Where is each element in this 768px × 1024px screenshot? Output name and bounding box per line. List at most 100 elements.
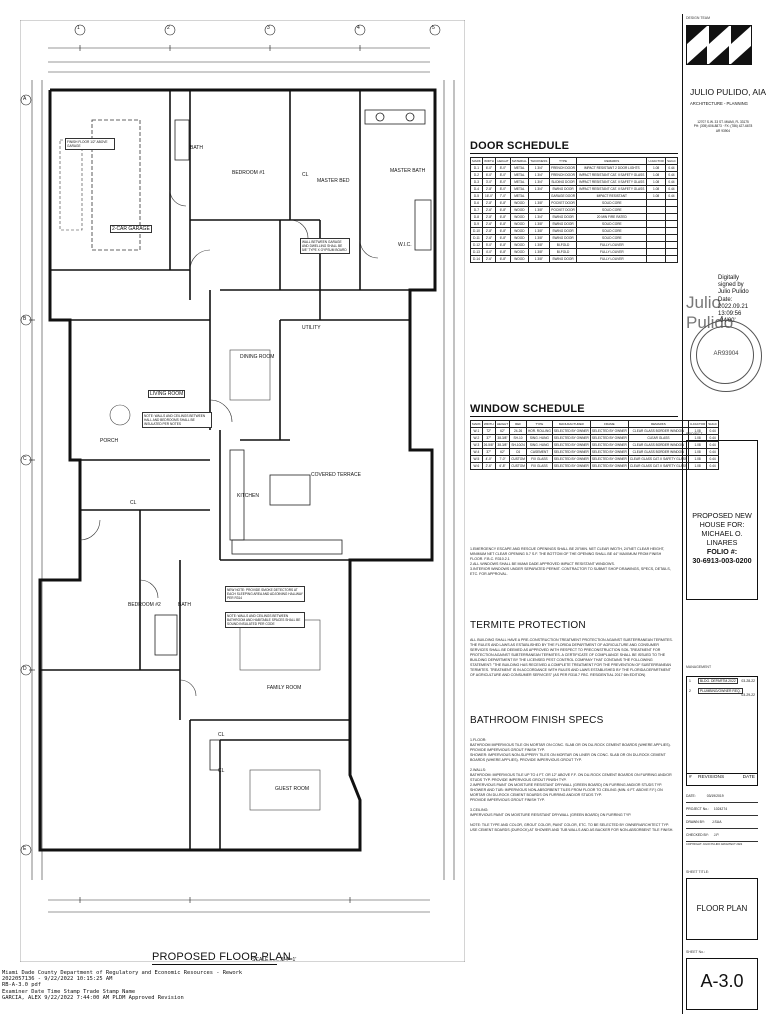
door-schedule-cell: BI-FOLD bbox=[548, 241, 578, 249]
firm-phone: PH: (305) 606-8873 · FX: (786) 427-6678 bbox=[693, 124, 753, 129]
window-schedule-header-cell: MANUFACTURER bbox=[551, 420, 591, 428]
room-label: MASTER BATH bbox=[390, 168, 426, 174]
revisions-header-num: # bbox=[689, 775, 692, 780]
sheet-title: FLOOR PLAN bbox=[696, 904, 748, 913]
door-schedule-cell: 16'-0" bbox=[481, 192, 497, 200]
sheet-title-label: SHEET TITLE: bbox=[686, 870, 710, 874]
door-schedule-cell bbox=[646, 248, 666, 256]
door-schedule-rule bbox=[470, 153, 678, 154]
signature-line: signed by bbox=[718, 282, 744, 289]
window-schedule-cell: CUSTOM bbox=[509, 455, 527, 463]
firm-logo-graphic bbox=[687, 26, 751, 64]
window-schedule-header-cell: HEIGHT bbox=[494, 420, 511, 428]
door-schedule-cell: SOLID CORE bbox=[576, 199, 648, 207]
window-schedule-cell: 1.08 bbox=[687, 462, 708, 470]
window-schedule-cell: W-2 bbox=[470, 434, 483, 442]
door-schedule-cell: 6'-0" bbox=[481, 164, 497, 172]
room-label: DINING ROOM bbox=[240, 354, 275, 360]
door-schedule-cell bbox=[646, 220, 666, 228]
folio-label: FOLIO #: bbox=[706, 547, 738, 556]
signature-name-first: Julio bbox=[686, 293, 721, 312]
door-schedule-cell: 0.44 bbox=[664, 178, 679, 186]
sheet-no-label: SHEET No.: bbox=[686, 950, 705, 954]
bathroom-title: BATHROOM FINISH SPECS bbox=[470, 715, 604, 726]
review-stamp-line: GARCIA, ALEX 9/22/2022 7:44:00 AM PLDM A… bbox=[2, 994, 184, 1001]
grid-label: 3 bbox=[267, 25, 270, 31]
window-schedule-cell: 62" bbox=[494, 448, 511, 456]
review-stamp-line: 2022057136 - 9/22/2022 10:15:25 AM bbox=[2, 976, 113, 983]
door-schedule-cell: 0.44 bbox=[664, 185, 679, 193]
meta-value: J.P. bbox=[713, 833, 720, 837]
window-schedule-cell: W-6 bbox=[470, 462, 483, 470]
window-schedule-header-cell: FRAME bbox=[589, 420, 629, 428]
grid-label: A bbox=[23, 96, 27, 102]
window-schedule-cell: 37" bbox=[481, 448, 496, 456]
window-schedule-header-cell: REMARKS bbox=[627, 420, 689, 428]
window-schedule-header-cell: REF bbox=[509, 420, 527, 428]
door-schedule-cell: D-13 bbox=[470, 248, 483, 256]
door-schedule-cell: SWING DOOR bbox=[548, 213, 578, 221]
termite-title: TERMITE PROTECTION bbox=[470, 620, 586, 631]
window-schedule-notes: 1.EMERGENCY ESCAPE AND RESCUE OPENINGS S… bbox=[470, 547, 671, 576]
door-schedule-header-cell: WIDTH bbox=[481, 157, 497, 165]
door-schedule-header-cell: HEIGHT bbox=[495, 157, 511, 165]
door-schedule-title: DOOR SCHEDULE bbox=[470, 140, 570, 152]
copyright: COPYRIGHT: JULIO PULIDO ARCHITECT 2022 bbox=[686, 843, 743, 846]
door-schedule-cell: WOOD bbox=[509, 248, 530, 256]
window-schedule-cell: 72" bbox=[481, 427, 496, 435]
door-schedule-cell: WOOD bbox=[509, 234, 530, 242]
window-schedule-cell: SELECTED BY OWNER bbox=[551, 448, 591, 456]
door-schedule-cell bbox=[664, 241, 679, 249]
room-label: UTILITY bbox=[302, 325, 321, 331]
window-schedule-cell: CLEAR GLASS bbox=[627, 434, 689, 442]
door-schedule-cell: 6'-8" bbox=[495, 213, 511, 221]
door-schedule-cell: D-2 bbox=[470, 171, 483, 179]
door-schedule-cell: FULLY LOUVER bbox=[576, 255, 648, 263]
door-schedule-header-cell: REMARKS bbox=[576, 157, 648, 165]
meta-label: DATE: bbox=[686, 794, 696, 798]
door-schedule-cell: 8'-0" bbox=[495, 164, 511, 172]
door-schedule-cell bbox=[646, 255, 666, 263]
window-schedule-cell: CLEAR GLASS CAT. II SAFETY GLASS bbox=[627, 462, 689, 470]
meta-value: J.SUA bbox=[711, 820, 722, 824]
room-label: BEDROOM #2 bbox=[128, 602, 161, 608]
meta-label: CHECKED BY: bbox=[686, 833, 709, 837]
room-label: GUEST ROOM bbox=[275, 786, 310, 792]
door-schedule-cell: IMPACT RESISTANT CAT. II SAFETY GLASS bbox=[576, 185, 648, 193]
door-schedule-cell: D-1 bbox=[470, 164, 483, 172]
room-label: CL bbox=[130, 500, 137, 506]
door-schedule-cell: SOLID CORE bbox=[576, 234, 648, 242]
window-schedule-title: WINDOW SCHEDULE bbox=[470, 403, 585, 415]
door-schedule-cell: SOLID CORE bbox=[576, 227, 648, 235]
seal-number: AR93904 bbox=[713, 351, 739, 357]
grid-label: C bbox=[23, 456, 27, 462]
door-schedule-cell: 20 MIN FIRE RATED bbox=[576, 213, 648, 221]
door-schedule-cell: SWING DOOR bbox=[548, 234, 578, 242]
grid-label: 1 bbox=[77, 25, 80, 31]
door-schedule-cell: D-4 bbox=[470, 185, 483, 193]
grid-label: 2 bbox=[167, 25, 170, 31]
room-label: MASTER BED bbox=[317, 178, 350, 184]
window-schedule-cell: SING. HUNG bbox=[525, 441, 553, 449]
architect-seal-inner bbox=[696, 326, 754, 384]
signature-line: 13:09:56 bbox=[718, 311, 742, 318]
plan-note: FINISH FLOOR 1/2" ABOVE GARAGE bbox=[65, 138, 115, 150]
door-schedule-cell bbox=[646, 227, 666, 235]
meta-value: 1024274 bbox=[713, 807, 728, 811]
door-schedule-cell: 0.44 bbox=[664, 192, 679, 200]
firm-logo bbox=[686, 25, 752, 65]
door-schedule-cell bbox=[646, 206, 666, 214]
project-info: PROPOSED NEW HOUSE FOR: MICHAEL O. LINAR… bbox=[687, 511, 757, 565]
title-block bbox=[682, 14, 762, 1014]
door-schedule-cell bbox=[646, 234, 666, 242]
door-schedule-header-cell: THICKNESS bbox=[528, 157, 550, 165]
door-schedule-cell: METAL bbox=[509, 185, 530, 193]
door-schedule-cell bbox=[664, 206, 679, 214]
door-schedule-cell bbox=[646, 241, 666, 249]
room-label: 2-CAR GARAGE bbox=[110, 225, 152, 233]
door-schedule-cell: 7'-0" bbox=[495, 192, 511, 200]
